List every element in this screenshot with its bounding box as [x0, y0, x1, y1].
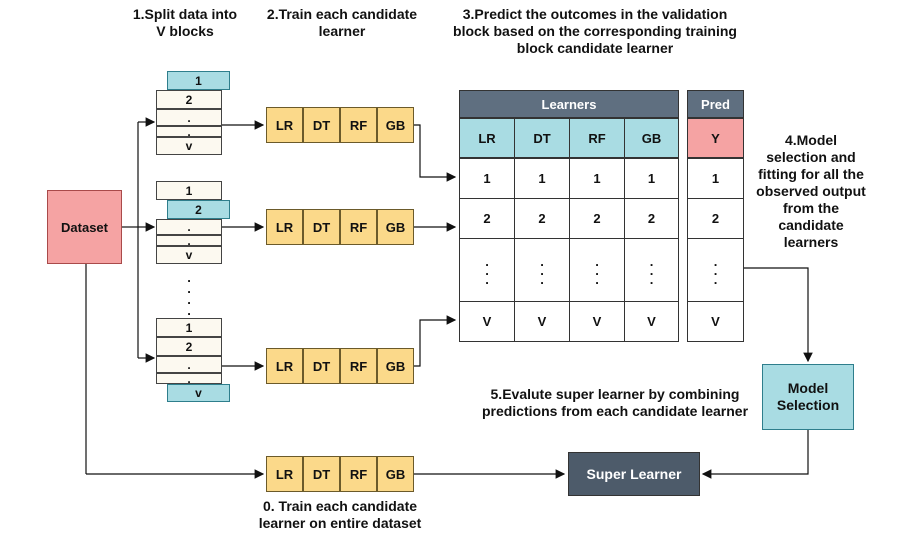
- ellipsis-vertical: ....: [187, 270, 191, 318]
- table-cell-ellipsis: ...: [624, 238, 679, 302]
- pred-cell: 2: [687, 198, 744, 239]
- block-1: 1: [156, 181, 222, 200]
- learner-dt: DT: [303, 209, 340, 245]
- pred-cell-ellipsis: ...: [687, 238, 744, 302]
- table-col-rf: RF: [569, 118, 625, 158]
- learner-rf: RF: [340, 107, 377, 143]
- table-cell: 1: [514, 158, 570, 199]
- pred-header: Pred: [687, 90, 744, 118]
- table-cell-ellipsis: ...: [514, 238, 570, 302]
- table-col-gb: GB: [624, 118, 679, 158]
- block-dot: .: [156, 125, 222, 139]
- block-v: v: [156, 246, 222, 264]
- step2-label: 2.Train each candidate learner: [266, 6, 418, 39]
- block-2: 2: [156, 337, 222, 356]
- table-cell: V: [514, 301, 570, 342]
- table-cell: 2: [514, 198, 570, 239]
- table-cell: 1: [569, 158, 625, 199]
- table-cell: V: [459, 301, 515, 342]
- block-1-highlight: 1: [167, 71, 230, 90]
- step5-label: 5.Evalute super learner by combining pre…: [481, 386, 749, 419]
- table-cell: 1: [459, 158, 515, 199]
- table-cell-ellipsis: ...: [569, 238, 625, 302]
- step1-label: 1.Split data into V blocks: [132, 6, 238, 39]
- table-cell: V: [569, 301, 625, 342]
- learner-lr: LR: [266, 456, 303, 492]
- table-col-lr: LR: [459, 118, 515, 158]
- block-dot: .: [156, 372, 222, 386]
- model-selection-box: Model Selection: [762, 364, 854, 430]
- table-cell: 1: [624, 158, 679, 199]
- table-cell: V: [624, 301, 679, 342]
- block-1: 1: [156, 318, 222, 337]
- table-cell: 2: [459, 198, 515, 239]
- pred-cell: V: [687, 301, 744, 342]
- table-cell: 2: [569, 198, 625, 239]
- dataset-box: Dataset: [47, 190, 122, 264]
- block-2-highlight: 2: [167, 200, 230, 219]
- learner-gb: GB: [377, 209, 414, 245]
- learner-dt: DT: [303, 107, 340, 143]
- block-v: v: [156, 137, 222, 155]
- block-dot: .: [156, 356, 222, 373]
- table-col-dt: DT: [514, 118, 570, 158]
- block-dot: .: [156, 219, 222, 235]
- step4-label: 4.Model selection and fitting for all th…: [756, 132, 866, 250]
- dataset-label: Dataset: [61, 219, 108, 235]
- learner-rf: RF: [340, 348, 377, 384]
- learner-rf: RF: [340, 209, 377, 245]
- learner-gb: GB: [377, 348, 414, 384]
- block-v-highlight: v: [167, 384, 230, 402]
- block-2: 2: [156, 90, 222, 109]
- super-learner-box: Super Learner: [568, 452, 700, 496]
- table-cell-ellipsis: ...: [459, 238, 515, 302]
- learner-lr: LR: [266, 209, 303, 245]
- block-dot: .: [156, 234, 222, 248]
- block-dot: .: [156, 109, 222, 126]
- learner-rf: RF: [340, 456, 377, 492]
- learner-gb: GB: [377, 456, 414, 492]
- pred-cell: 1: [687, 158, 744, 199]
- pred-col-y: Y: [687, 118, 744, 158]
- model-selection-label: Model Selection: [776, 380, 840, 413]
- learner-dt: DT: [303, 456, 340, 492]
- table-cell: 2: [624, 198, 679, 239]
- learner-gb: GB: [377, 107, 414, 143]
- step0-label: 0. Train each candidate learner on entir…: [258, 498, 422, 531]
- step3-label: 3.Predict the outcomes in the validation…: [453, 6, 737, 56]
- learner-lr: LR: [266, 107, 303, 143]
- learner-dt: DT: [303, 348, 340, 384]
- table-header-learners: Learners: [459, 90, 679, 118]
- super-learner-label: Super Learner: [586, 466, 682, 482]
- learner-lr: LR: [266, 348, 303, 384]
